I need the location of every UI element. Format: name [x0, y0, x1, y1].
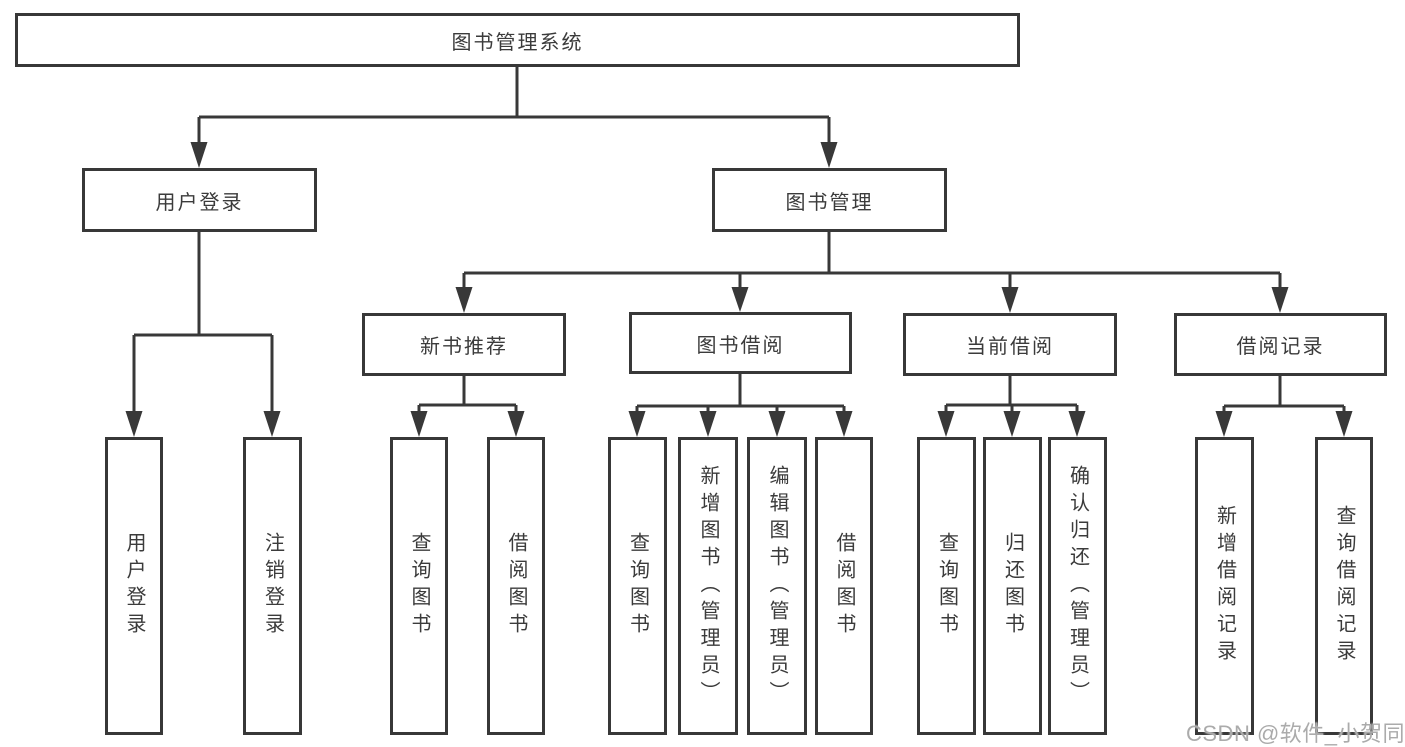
- edge-book-borrow-to-leaves: [628, 374, 853, 437]
- leaf-edit-books-admin: 编辑图书（管理员）: [747, 437, 807, 735]
- arrowhead: [410, 411, 428, 437]
- edge-borrow-records-to-leaves: [1215, 376, 1353, 437]
- arrowhead: [1271, 287, 1289, 313]
- leaf-user-login: 用户登录: [105, 437, 163, 735]
- arrowhead: [455, 287, 473, 313]
- node-label: 借阅图书: [505, 532, 527, 640]
- leaf-borrow-books: 借阅图书: [815, 437, 873, 735]
- arrowhead: [1335, 411, 1353, 437]
- edge-book-mgmt-to-level3: [455, 232, 1289, 313]
- arrowhead: [835, 411, 853, 437]
- arrowhead: [1003, 411, 1021, 437]
- node-label: 图书管理: [785, 191, 874, 214]
- arrowhead: [125, 411, 143, 437]
- leaf-borrow-books-recommend: 借阅图书: [487, 437, 545, 735]
- node-label: 编辑图书（管理员）: [766, 464, 788, 708]
- arrowhead: [820, 142, 838, 168]
- arrowhead: [263, 411, 281, 437]
- node-label: 查询图书: [408, 532, 430, 640]
- edge-new-book-rec-to-leaves: [410, 376, 525, 437]
- node-library-system: 图书管理系统: [15, 13, 1020, 67]
- node-label: 当前借阅: [966, 336, 1054, 358]
- arrowhead: [699, 411, 717, 437]
- node-label: 查询图书: [935, 532, 958, 640]
- node-book-management: 图书管理: [712, 168, 947, 232]
- node-label: 注销登录: [261, 532, 284, 640]
- leaf-query-books-current: 查询图书: [917, 437, 976, 735]
- node-borrow-records: 借阅记录: [1174, 313, 1387, 376]
- node-label: 确认归还（管理员）: [1066, 464, 1089, 708]
- node-label: 查询图书: [626, 532, 649, 640]
- arrowhead: [937, 411, 955, 437]
- node-label: 新书推荐: [420, 336, 508, 358]
- arrowhead: [768, 411, 786, 437]
- node-label: 查询借阅记录: [1333, 505, 1355, 667]
- node-book-borrow: 图书借阅: [629, 312, 852, 374]
- arrowhead: [1215, 411, 1233, 437]
- leaf-logout: 注销登录: [243, 437, 302, 735]
- leaf-add-books-admin: 新增图书（管理员）: [678, 437, 738, 735]
- leaf-query-borrow-record: 查询借阅记录: [1315, 437, 1373, 735]
- node-label: 用户登录: [155, 191, 244, 214]
- node-user-login: 用户登录: [82, 168, 317, 232]
- leaf-query-books-borrow: 查询图书: [608, 437, 667, 735]
- node-label: 图书管理系统: [451, 31, 584, 54]
- arrowhead: [507, 411, 525, 437]
- node-current-borrow: 当前借阅: [903, 313, 1117, 376]
- leaf-confirm-return-admin: 确认归还（管理员）: [1048, 437, 1107, 735]
- node-label: 借阅图书: [833, 532, 855, 640]
- node-label: 归还图书: [1001, 532, 1024, 640]
- leaf-add-borrow-record: 新增借阅记录: [1195, 437, 1254, 735]
- node-label: 用户登录: [123, 532, 145, 640]
- arrowhead: [1001, 287, 1019, 313]
- edge-root-to-level2: [190, 67, 838, 168]
- node-label: 图书借阅: [696, 334, 785, 357]
- node-label: 新增图书（管理员）: [697, 464, 719, 708]
- node-new-book-recommend: 新书推荐: [362, 313, 566, 376]
- edge-current-borrow-to-leaves: [937, 376, 1086, 437]
- arrowhead: [190, 142, 208, 168]
- leaf-query-books-recommend: 查询图书: [390, 437, 448, 735]
- node-label: 新增借阅记录: [1213, 505, 1236, 667]
- leaf-return-books: 归还图书: [983, 437, 1042, 735]
- arrowhead: [628, 411, 646, 437]
- arrowhead: [1068, 411, 1086, 437]
- edge-user-login-to-leaves: [125, 232, 281, 437]
- arrowhead: [731, 287, 749, 312]
- node-label: 借阅记录: [1236, 336, 1325, 358]
- csdn-watermark: CSDN @软件_小贺同学: [1186, 721, 1405, 746]
